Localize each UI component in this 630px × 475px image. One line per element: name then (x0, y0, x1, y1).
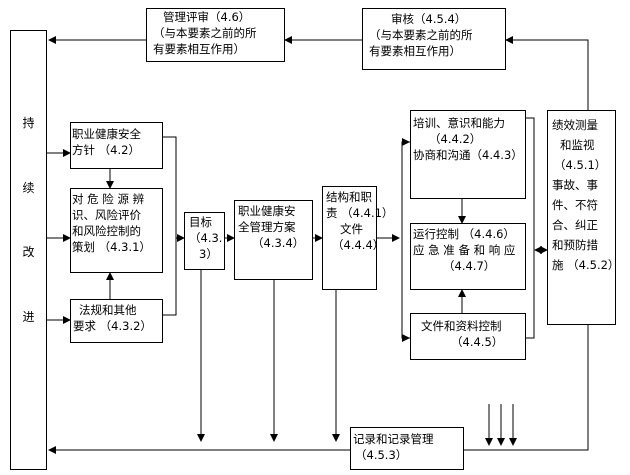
legal-line-2: 要求 （4.3.2） (73, 319, 152, 333)
records-line-1: 记录和记录管理 (353, 432, 434, 446)
legal-line-1: 法规和其他 (79, 303, 137, 317)
objectives-line-1: 目标 (189, 215, 212, 229)
audit-box: 审核（4.5.4） （与本要素之前的所 有要素相互作用） (362, 8, 506, 70)
ohs-programme-box: 职业健康安 全管理方案 （4.3.4） (234, 200, 313, 280)
perf-line-6: 合、纠正 (552, 218, 598, 232)
document-line-2: （4.4.5） (451, 335, 504, 349)
performance-measurement-box: 绩效测量 和监视 （4.5.1） 事故、事 件、不符 合、纠正 和预防措 施 （… (547, 110, 620, 325)
review-line-3: 有要素相互作用） (153, 42, 245, 56)
document-control-box: 文件和资料控制 （4.4.5） (410, 313, 526, 360)
policy-line-2: 方针 （4.2） (72, 143, 140, 157)
review-line-2: （与本要素之前的所 (153, 26, 257, 40)
bracket-implementation (401, 141, 410, 339)
programme-line-2: 全管理方案 (238, 220, 296, 234)
hazard-line-1: 对 危 险 源 辨 (72, 192, 145, 206)
policy-line-1: 职业健康安全 (72, 127, 141, 141)
perf-line-8: 施 （4.5.2） (552, 258, 620, 272)
training-communication-box: 培训、意识和能力 （4.4.2） 协商和沟通（4.4.3） (410, 110, 526, 199)
objectives-line-3: 3） (199, 247, 218, 261)
records-bus (464, 325, 589, 451)
perf-line-2: 和监视 (560, 138, 595, 152)
training-line-2: （4.4.2） (429, 132, 482, 146)
hazard-identification-box: 对 危 险 源 辨 识、风险评价 和风险控制的 策划 （4.3.1） (70, 188, 163, 273)
objectives-box: 目标 （4.3. 3） (184, 212, 225, 270)
hazard-line-2: 识、风险评价 (72, 208, 141, 222)
ci-char-3: 改 (22, 245, 35, 260)
ci-char-4: 进 (22, 309, 35, 324)
operation-line-3: （4.4.7） (443, 259, 496, 273)
management-review-box: 管理评审（4.6） （与本要素之前的所 有要素相互作用） (146, 8, 285, 62)
ci-char-1: 持 (22, 116, 35, 131)
programme-line-3: （4.3.4） (252, 236, 305, 250)
operation-line-2: 应 急 准 备 和 响 应 (413, 243, 516, 257)
perf-line-3: （4.5.1） (554, 158, 607, 172)
records-box: 记录和记录管理 （4.5.3） (350, 427, 464, 470)
perf-line-1: 绩效测量 (552, 118, 598, 132)
perf-line-7: 和预防措 (552, 238, 598, 252)
objectives-line-2: （4.3. (189, 231, 223, 245)
structure-line-3: 文件 (340, 222, 363, 236)
bracket-left-column (163, 136, 177, 316)
review-title: 管理评审（4.6） (163, 10, 251, 24)
programme-line-1: 职业健康安 (238, 204, 296, 218)
training-line-3: 协商和沟通（4.4.3） (413, 148, 523, 162)
structure-line-4: （4.4.4） (332, 238, 385, 252)
structure-line-2: 责 （4.4.1） (326, 206, 394, 220)
arrow-perf-to-audit (505, 36, 589, 110)
bracket-implementation-right (526, 117, 535, 339)
perf-line-5: 件、不符 (552, 198, 598, 212)
records-line-2: （4.5.3） (355, 448, 408, 462)
perf-line-4: 事故、事 (552, 178, 598, 192)
ohs-policy-box: 职业健康安全 方针 （4.2） (70, 122, 163, 169)
audit-line-3: 有要素相互作用） (369, 44, 461, 58)
operation-line-1: 运行控制 （4.4.6） (413, 227, 515, 241)
training-line-1: 培训、意识和能力 (413, 116, 505, 130)
structure-line-1: 结构和职 (326, 190, 372, 204)
audit-title: 审核（4.5.4） (391, 12, 467, 26)
operational-control-box: 运行控制 （4.4.6） 应 急 准 备 和 响 应 （4.4.7） (410, 223, 526, 290)
legal-requirements-box: 法规和其他 要求 （4.3.2） (70, 299, 163, 343)
structure-responsibility-box: 结构和职 责 （4.4.1） 文件 （4.4.4） (322, 186, 394, 290)
document-line-1: 文件和资料控制 (421, 319, 502, 333)
hazard-line-4: 策划 （4.3.1） (72, 240, 151, 254)
hazard-line-3: 和风险控制的 (72, 224, 141, 238)
ci-char-2: 续 (22, 180, 35, 195)
continuous-improvement-box: 持 续 改 进 (10, 30, 47, 470)
audit-line-2: （与本要素之前的所 (369, 28, 473, 42)
